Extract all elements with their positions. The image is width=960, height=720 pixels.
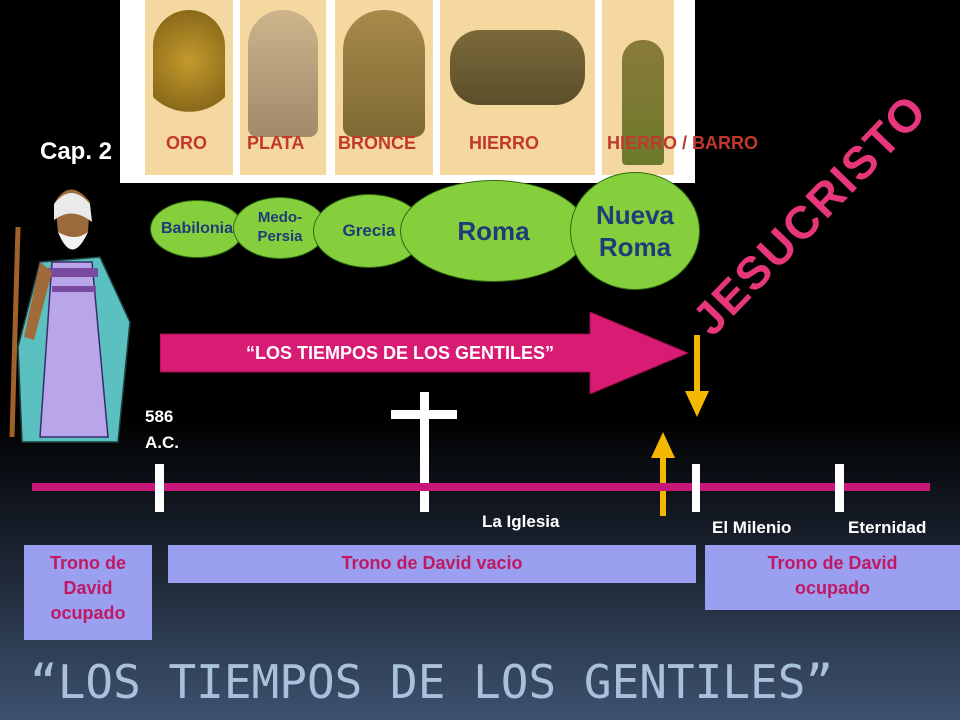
throne-box-empty: Trono de David vacio: [168, 545, 696, 583]
throne-box-left-line3: ocupado: [50, 603, 126, 624]
kingdom-grecia-label: Grecia: [342, 221, 396, 241]
segment-label-plata: PLATA: [247, 133, 305, 153]
kingdom-nueva-label-line2: Roma: [598, 232, 672, 262]
kingdom-roma-label: Roma: [457, 215, 530, 246]
statue-gold-head: [145, 0, 233, 175]
segment-label-hierro-barro: HIERRO / BARRO: [607, 133, 759, 153]
statue-iron-legs: [440, 0, 595, 175]
date-label-era: A.C.: [145, 432, 179, 452]
slide-title: “LOS TIEMPOS DE LOS GENTILES”: [30, 655, 834, 709]
cross-icon: [420, 392, 429, 512]
throne-box-right-line2: ocupado: [795, 578, 870, 599]
statue-image-panel: ORO PLATA BRONCE HIERRO HIERRO / BARRO: [120, 0, 758, 183]
prophet-illustration: [9, 189, 131, 443]
kingdom-medo-persia: Medo- Persia: [233, 197, 327, 259]
gentiles-arrow: [160, 312, 690, 394]
down-arrow: [685, 335, 709, 417]
kingdom-medo-label-line1: Medo-: [257, 209, 303, 227]
segment-label-oro: ORO: [166, 133, 208, 153]
date-label: 586 A.C.: [145, 404, 179, 455]
tick-milenio: [692, 464, 700, 512]
kingdom-medo-label-line2: Persia: [257, 228, 303, 245]
milenio-label: El Milenio: [712, 518, 792, 537]
cross-crossbar: [391, 410, 457, 419]
kingdom-nueva-roma: Nueva Roma: [570, 172, 700, 290]
throne-box-left-line1: Trono de: [50, 553, 126, 573]
iglesia-label: La Iglesia: [482, 512, 560, 531]
kingdom-nueva-label-line1: Nueva: [595, 199, 675, 230]
eternidad-label: Eternidad: [848, 518, 927, 537]
up-arrow: [651, 432, 675, 516]
kingdom-babilonia-label: Babilonia: [160, 220, 233, 237]
throne-box-middle-label: Trono de David vacio: [341, 553, 523, 573]
tick-586: [155, 464, 164, 512]
throne-box-right-line1: Trono de David: [767, 553, 898, 573]
kingdom-babilonia: Babilonia: [150, 200, 244, 258]
tick-eternidad: [835, 464, 844, 512]
throne-box-left-line2: David: [63, 578, 113, 599]
statue-bronze-belly: [335, 0, 433, 175]
date-label-year: 586: [145, 407, 174, 426]
segment-label-bronce: BRONCE: [338, 133, 417, 153]
chapter-label: Cap. 2: [40, 138, 113, 165]
kingdom-roma: Roma: [400, 180, 587, 282]
gentiles-arrow-label: “LOS TIEMPOS DE LOS GENTILES”: [245, 343, 555, 363]
statue-iron-clay-feet: [602, 0, 674, 175]
segment-label-hierro: HIERRO: [469, 133, 540, 153]
statue-silver-chest: [240, 0, 326, 175]
throne-box-occupied-right: Trono de David ocupado: [705, 545, 960, 610]
jesucristo-label: JESUCRISTO: [682, 83, 938, 345]
throne-box-occupied-left: Trono de David ocupado: [24, 545, 152, 640]
timeline-bar: [32, 483, 930, 491]
